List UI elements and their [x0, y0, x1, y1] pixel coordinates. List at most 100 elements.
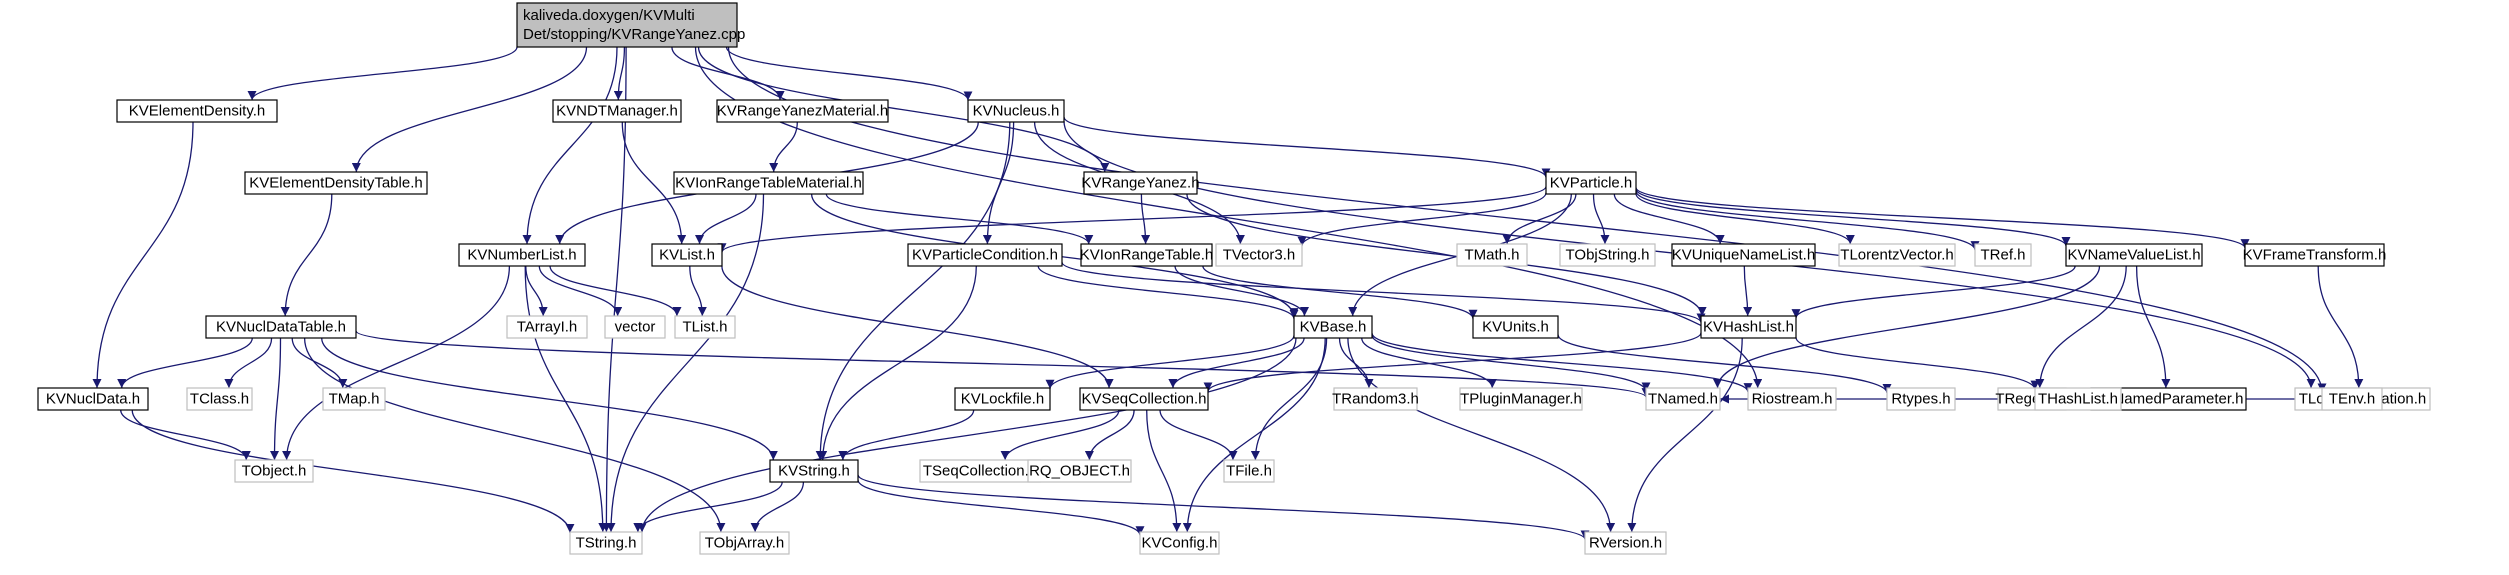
- node-box: [1559, 243, 1656, 267]
- node-label: TObjArray.h: [705, 535, 784, 552]
- edge-KVSeqCollection-to-TSeqCollection: [1000, 409, 1120, 461]
- node-box: [1459, 387, 1583, 411]
- node-TVector3[interactable]: TVector3.h: [1215, 243, 1303, 267]
- node-TNamed[interactable]: TNamed.h: [1645, 387, 1721, 411]
- edge-KVBase-to-TNamed: [1371, 334, 1651, 392]
- edge-KVParticle-to-TMath: [1502, 193, 1577, 245]
- node-KVBase[interactable]: KVBase.h: [1293, 315, 1373, 339]
- node-label: TSeqCollection.h: [923, 463, 1037, 480]
- node-TMath[interactable]: TMath.h: [1456, 243, 1528, 267]
- node-label: TVector3.h: [1223, 247, 1296, 264]
- node-KVElementDensityTable[interactable]: KVElementDensityTable.h: [244, 171, 428, 195]
- edge-KVNumberList-to-vector: [538, 265, 623, 317]
- node-KVConfig[interactable]: KVConfig.h: [1139, 531, 1220, 555]
- edge-KVNuclDataTable-to-KVNuclData: [117, 337, 253, 389]
- node-TArrayI[interactable]: TArrayI.h: [506, 315, 588, 339]
- node-KVUnits[interactable]: KVUnits.h: [1472, 315, 1559, 339]
- node-TObjString[interactable]: TObjString.h: [1559, 243, 1656, 267]
- node-TFile[interactable]: TFile.h: [1223, 459, 1275, 483]
- node-KVRangeYanez[interactable]: KVRangeYanez.h: [1081, 171, 1200, 195]
- node-KVString[interactable]: KVString.h: [769, 459, 859, 483]
- node-KVParticleCondition[interactable]: KVParticleCondition.h: [907, 243, 1063, 267]
- node-box: [967, 99, 1065, 123]
- node-box: [1886, 387, 1956, 411]
- node-KVNDTManager[interactable]: KVNDTManager.h: [552, 99, 682, 123]
- edge-KVNumberList-to-TList: [549, 265, 682, 317]
- node-label: TArrayI.h: [517, 319, 578, 336]
- node-KVNucleus[interactable]: KVNucleus.h: [967, 99, 1065, 123]
- node-box: [205, 315, 357, 339]
- node-box: [1584, 531, 1667, 555]
- node-KVIonRangeTable[interactable]: KVIonRangeTable.h: [1080, 243, 1213, 267]
- node-TRandom3[interactable]: TRandom3.h: [1332, 387, 1419, 411]
- edge-KVSeqCollection-to-KVConfig: [1146, 409, 1182, 533]
- node-KVNameValueList[interactable]: KVNameValueList.h: [2065, 243, 2203, 267]
- node-box: [1974, 243, 2032, 267]
- node-label: KVIonRangeTableMaterial.h: [675, 175, 862, 192]
- node-box: [1333, 387, 1418, 411]
- node-box: [1293, 315, 1373, 339]
- node-box: [716, 99, 889, 123]
- node-KVNamedParameter[interactable]: KVNamedParameter.h: [2090, 387, 2247, 411]
- node-TPluginManager[interactable]: TPluginManager.h: [1459, 387, 1583, 411]
- node-label: TEnv.h: [2329, 391, 2375, 408]
- node-vector[interactable]: vector: [604, 315, 666, 339]
- node-KVParticle[interactable]: KVParticle.h: [1545, 171, 1637, 195]
- edge-KVParticleCondition-to-KVString: [818, 265, 977, 461]
- node-box: [651, 243, 723, 267]
- edge-root-to-KVElementDensity: [247, 46, 518, 101]
- node-KVUniqueNameList[interactable]: KVUniqueNameList.h: [1671, 243, 1816, 267]
- edge-KVParticle-to-TObjString: [1592, 193, 1610, 245]
- node-label: KVElementDensityTable.h: [249, 175, 422, 192]
- node-KVNuclData[interactable]: KVNuclData.h: [37, 387, 149, 411]
- node-label: KVBase.h: [1300, 319, 1367, 336]
- node-KVNumberList[interactable]: KVNumberList.h: [458, 243, 586, 267]
- edge-KVNuclDataTable-to-TClass: [224, 337, 273, 389]
- node-TMap[interactable]: TMap.h: [322, 387, 386, 411]
- node-KVFrameTransform[interactable]: KVFrameTransform.h: [2243, 243, 2387, 267]
- edge-KVNuclDataTable-to-TObjArray: [303, 337, 726, 533]
- node-THashList[interactable]: THashList.h: [2034, 387, 2122, 411]
- node-KVLockfile[interactable]: KVLockfile.h: [954, 387, 1051, 411]
- node-TClass[interactable]: TClass.h: [186, 387, 253, 411]
- node-RVersion[interactable]: RVersion.h: [1584, 531, 1667, 555]
- node-KVElementDensity[interactable]: KVElementDensity.h: [116, 99, 278, 123]
- nodes-layer: kaliveda.doxygen/KVMultiDet/stopping/KVR…: [37, 2, 2431, 555]
- edge-KVNucleus-to-KVString: [815, 121, 1011, 461]
- node-box: [1456, 243, 1528, 267]
- node-RQ_OBJECT[interactable]: RQ_OBJECT.h: [1027, 459, 1132, 483]
- node-KVNuclDataTable[interactable]: KVNuclDataTable.h: [205, 315, 357, 339]
- edge-KVBase-to-TString: [637, 337, 1297, 533]
- edge-KVUniqueNameList-to-KVHashList: [1743, 265, 1753, 317]
- node-KVRangeYanezMaterial[interactable]: KVRangeYanezMaterial.h: [716, 99, 889, 123]
- node-KVList[interactable]: KVList.h: [651, 243, 723, 267]
- node-box: [458, 243, 586, 267]
- node-label: KVRangeYanez.h: [1081, 175, 1199, 192]
- node-TString[interactable]: TString.h: [569, 531, 643, 555]
- node-box: [234, 459, 314, 483]
- edge-KVParticle-to-KVList: [717, 186, 1547, 253]
- node-TList[interactable]: TList.h: [674, 315, 736, 339]
- node-TObject[interactable]: TObject.h: [234, 459, 314, 483]
- edge-KVNumberList-to-TString: [524, 265, 608, 533]
- node-label: KVParticleCondition.h: [912, 247, 1058, 264]
- node-box: [1472, 315, 1559, 339]
- node-TLorentzVector[interactable]: TLorentzVector.h: [1838, 243, 1956, 267]
- node-KVHashList[interactable]: KVHashList.h: [1700, 315, 1797, 339]
- edge-KVNameValueList-to-KVHashList: [1791, 265, 2076, 319]
- node-box: [552, 99, 682, 123]
- node-KVSeqCollection[interactable]: KVSeqCollection.h: [1079, 387, 1209, 411]
- node-Rtypes[interactable]: Rtypes.h: [1886, 387, 1956, 411]
- node-box: [116, 99, 278, 123]
- node-TObjArray[interactable]: TObjArray.h: [699, 531, 790, 555]
- node-TRef[interactable]: TRef.h: [1974, 243, 2032, 267]
- node-box: [1700, 315, 1797, 339]
- edge-KVString-to-TString: [633, 481, 783, 533]
- node-Riostream[interactable]: Riostream.h: [1747, 387, 1837, 411]
- node-label: KVString.h: [778, 463, 850, 480]
- node-TEnv[interactable]: TEnv.h: [2321, 387, 2383, 411]
- edge-KVBase-to-TPluginManager: [1361, 337, 1497, 389]
- edge-KVUnits-to-Rtypes: [1557, 334, 1892, 394]
- node-TSeqCollection[interactable]: TSeqCollection.h: [919, 459, 1041, 483]
- node-KVIonRangeTableMaterial[interactable]: KVIonRangeTableMaterial.h: [673, 171, 864, 195]
